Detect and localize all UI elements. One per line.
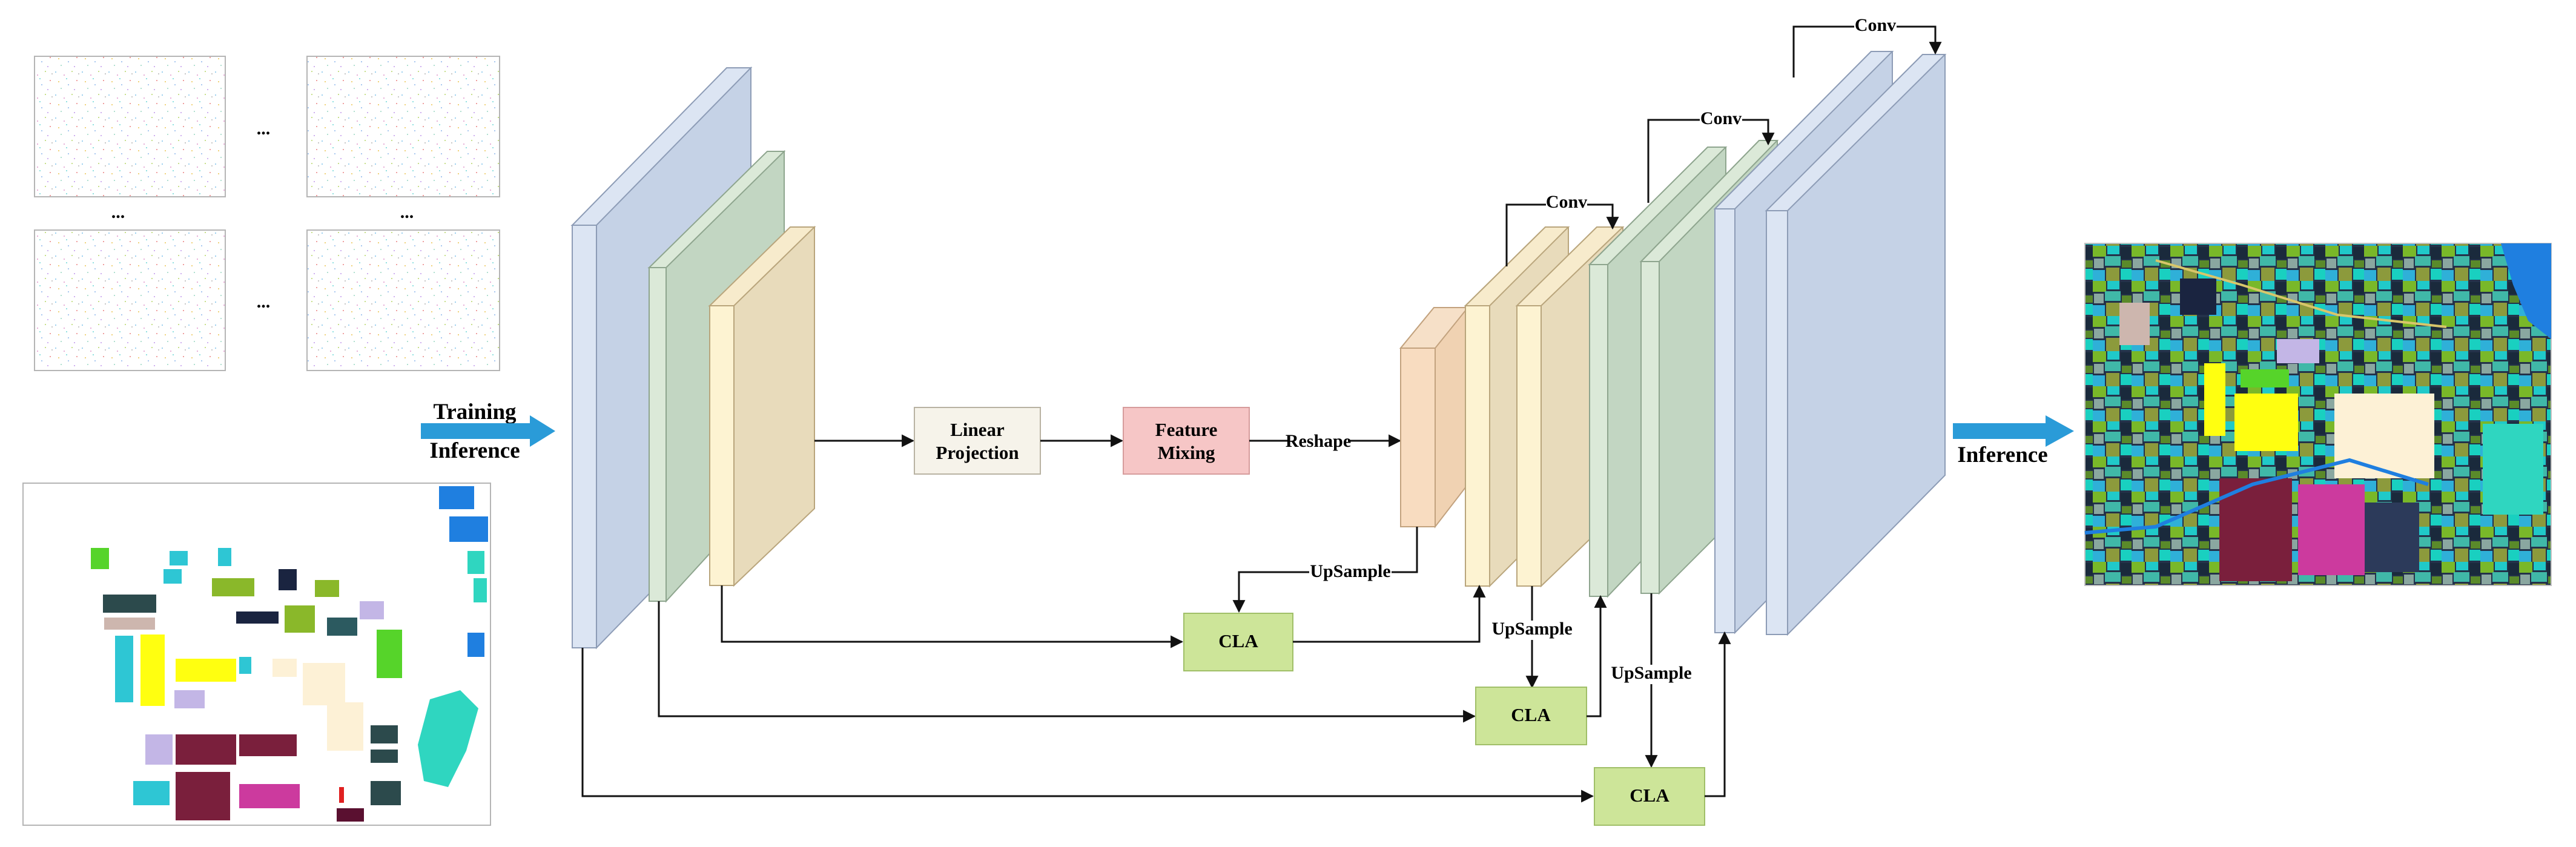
decoder [1399,51,1947,636]
svg-text:Feature: Feature [1155,419,1218,440]
ellipsis-horizontal-bottom: ... [257,292,271,312]
sample-grid-2 [306,56,500,197]
training-inference-input: Training Inference [421,400,555,463]
training-samples: ... ... ... ... [34,56,500,371]
inference-label-left: Inference [429,438,520,463]
svg-text:CLA: CLA [1511,704,1551,725]
ellipsis-vertical-left: ... [111,202,125,222]
reshape-label: Reshape [1286,431,1351,451]
upsample-label-1: UpSample [1310,561,1390,581]
sample-grid-4 [306,229,500,371]
cla-block-2: CLA [1475,687,1587,745]
cla-block-1: CLA [1183,613,1293,671]
svg-text:CLA: CLA [1218,630,1258,651]
input-arrow [421,415,555,447]
svg-text:Linear: Linear [950,419,1005,440]
skip-connections: UpSample CLA UpSample CLA UpSample CLA [581,527,1731,826]
inference-label-right: Inference [1957,443,2047,467]
sample-grid-1 [34,56,226,197]
svg-text:Mixing: Mixing [1158,442,1215,463]
ellipsis-vertical-right: ... [400,202,414,222]
cla-block-3: CLA [1594,767,1705,826]
output-arrow [1953,415,2074,447]
training-label: Training [433,400,517,424]
conv-connections: Conv Conv Conv [1505,15,1942,266]
svg-text:Projection: Projection [936,442,1019,463]
linear-projection-block: Linear Projection [914,407,1041,475]
svg-text:CLA: CLA [1630,785,1669,806]
conv-label-2: Conv [1700,108,1742,128]
conv-label-1: Conv [1546,192,1587,212]
segmentation-result-map [2084,243,2552,586]
output: Inference [1953,243,2552,586]
sample-grid-3 [34,229,226,371]
conv-label-3: Conv [1855,15,1896,35]
bottleneck: Linear Projection Feature Mixing Reshape [814,407,1402,475]
feature-mixing-block: Feature Mixing [1123,407,1250,475]
decoder-peach-layer [1399,307,1470,529]
encoder-layer-3 [708,225,816,587]
upsample-label-3: UpSample [1611,663,1691,683]
upsample-label-2: UpSample [1491,619,1572,639]
ellipsis-horizontal-top: ... [257,119,271,139]
ground-truth-map [22,483,491,826]
encoder [570,66,816,650]
decoder-blue-layer-2 [1765,54,1947,636]
